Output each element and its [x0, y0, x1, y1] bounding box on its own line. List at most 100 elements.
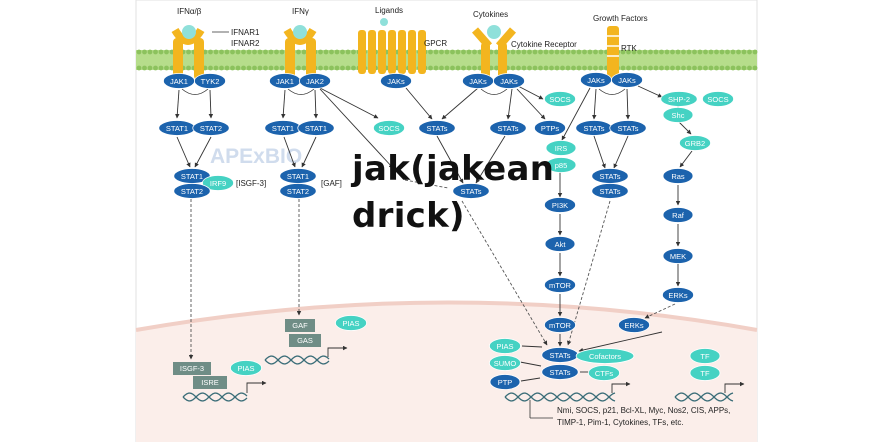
- dna-helix: [182, 392, 248, 402]
- lipid-head: [714, 65, 719, 71]
- lipid-head: [208, 49, 213, 55]
- lipid-head: [433, 65, 439, 71]
- node-jaks-r1: JAKs: [580, 72, 613, 88]
- node-label: mTOR: [549, 281, 572, 290]
- lipid-head: [730, 49, 736, 55]
- lipid-head: [747, 49, 752, 55]
- node-label: IRF9: [210, 179, 226, 188]
- response-element-boxes: GAF GAS ISGF-3 ISRE: [173, 319, 321, 389]
- node-jaks-gpcr: JAKs: [379, 73, 412, 89]
- lipid-head: [323, 49, 329, 55]
- lipid-head: [136, 65, 142, 71]
- node-ctfs: CTFs: [588, 365, 621, 381]
- lipid-head: [582, 49, 587, 55]
- lipid-head: [631, 65, 637, 71]
- lipid-head: [598, 65, 604, 71]
- gpcr-label: GPCR: [424, 39, 447, 48]
- node-label: PTPs: [541, 124, 560, 133]
- lipid-head: [626, 49, 631, 55]
- lipid-head: [444, 49, 450, 55]
- node-pi3k: PI3K: [544, 197, 577, 213]
- lipid-head: [648, 49, 653, 55]
- ifnar2-label: IFNAR2: [231, 39, 260, 48]
- lipid-head: [516, 49, 521, 55]
- signal-arrows: [175, 85, 693, 382]
- node-socs-r: SOCS: [702, 91, 735, 107]
- lipid-head: [675, 65, 681, 71]
- node-sumo: SUMO: [488, 355, 521, 371]
- lipid-head: [213, 65, 219, 71]
- lipid-head: [538, 65, 543, 71]
- lipid-head: [208, 65, 213, 71]
- lipid-head: [697, 65, 703, 71]
- lipid-head: [571, 49, 576, 55]
- jak-pair-arc-1: [181, 88, 209, 95]
- node-label: STAT1: [181, 172, 203, 181]
- lipid-head: [752, 65, 758, 71]
- node-label: STAT2: [181, 187, 203, 196]
- node-label: STATs: [498, 124, 519, 133]
- lipid-head: [576, 49, 582, 55]
- gaf-complex-label: [GAF]: [321, 179, 342, 188]
- node-jaks-r2: JAKs: [611, 72, 644, 88]
- lipid-head: [433, 49, 439, 55]
- node-label: IRS: [555, 144, 568, 153]
- lipid-head: [274, 49, 279, 55]
- node-jak2: JAK2: [298, 73, 331, 89]
- lipid-head: [219, 65, 224, 71]
- node-label: JAKs: [469, 77, 487, 86]
- node-label: PI3K: [552, 201, 568, 210]
- node-stats-r1: STATs: [591, 168, 629, 184]
- lipid-head: [670, 49, 675, 55]
- node-label: TYK2: [201, 77, 220, 86]
- lipid-head: [637, 65, 642, 71]
- node-label: STAT2: [200, 124, 222, 133]
- gas-box-label: GAS: [297, 336, 313, 345]
- lipid-head: [736, 49, 741, 55]
- lipid-head: [510, 49, 516, 55]
- lipid-head: [164, 65, 169, 71]
- lipid-head: [494, 65, 499, 71]
- isgf3-box-label: ISGF-3: [180, 364, 204, 373]
- node-label: ERKs: [668, 291, 687, 300]
- lipid-head: [301, 65, 307, 71]
- node-label: SUMO: [494, 359, 517, 368]
- lipid-head: [653, 49, 659, 55]
- node-stat1-e: STAT1: [279, 168, 317, 184]
- node-grb2: GRB2: [679, 135, 712, 151]
- lipid-head: [593, 65, 598, 71]
- ifnab-label: IFNα/β: [177, 7, 202, 16]
- lipid-head: [664, 65, 670, 71]
- gaf-box-label: GAF: [292, 321, 308, 330]
- node-pias-1: PIAS: [488, 338, 521, 354]
- node-label: STATs: [600, 172, 621, 181]
- lipid-head: [296, 65, 301, 71]
- node-label: GRB2: [685, 139, 705, 148]
- lipid-head: [631, 49, 637, 55]
- lipid-head: [466, 65, 472, 71]
- node-label: JAK2: [306, 77, 324, 86]
- node-socs-c: SOCS: [544, 91, 577, 107]
- lipid-head: [268, 65, 274, 71]
- node-label: TF: [700, 352, 710, 361]
- dna-helix: [674, 392, 734, 402]
- lipid-head: [164, 49, 169, 55]
- lipid-head: [642, 65, 648, 71]
- lipid-head: [351, 49, 356, 55]
- node-label: MEK: [670, 252, 686, 261]
- lipid-head: [318, 65, 323, 71]
- lipid-head: [186, 49, 191, 55]
- dna-helix: [264, 355, 330, 365]
- lipid-head: [334, 49, 340, 55]
- node-label: SOCS: [549, 95, 570, 104]
- overlay-title: jak(jakean drick): [352, 146, 554, 240]
- lipid-head: [532, 49, 538, 55]
- node-ptps: PTPs: [534, 120, 567, 136]
- node-label: CTFs: [595, 369, 614, 378]
- lipid-head: [703, 49, 708, 55]
- lipid-head: [587, 65, 593, 71]
- lipid-head: [494, 49, 499, 55]
- lipid-head: [510, 65, 516, 71]
- node-ptp: PTP: [489, 374, 521, 390]
